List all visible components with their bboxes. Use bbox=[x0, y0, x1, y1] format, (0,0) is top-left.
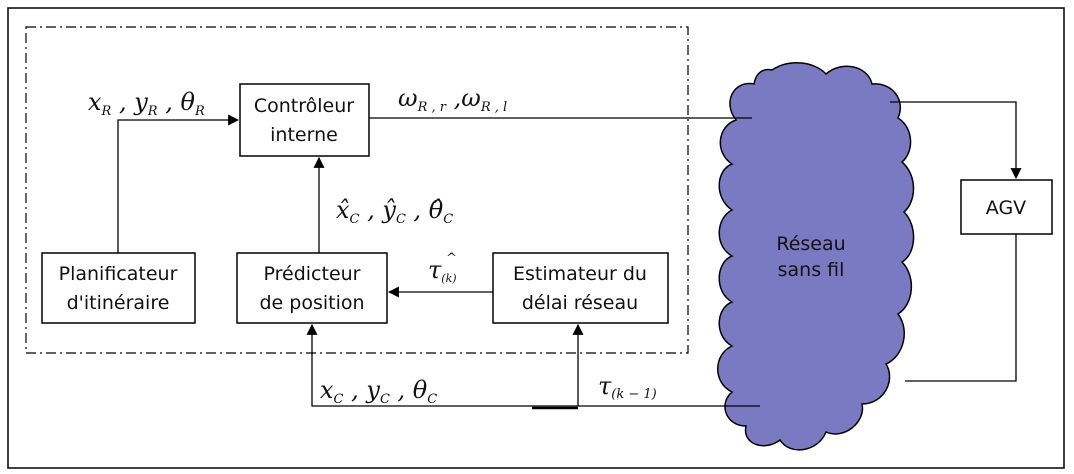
cloud-label-line1: Réseau bbox=[776, 233, 845, 255]
cloud-label-line2: sans fil bbox=[778, 259, 845, 281]
signal-reference-label: xR , yR , θR bbox=[88, 88, 205, 119]
signal-wheel-speeds-label: ωR , r ,ωR , l bbox=[398, 84, 507, 115]
planificateur-label-line1: Planificateur bbox=[59, 263, 178, 285]
estimateur-label-line1: Estimateur du bbox=[513, 263, 647, 285]
controller-boundary bbox=[25, 26, 689, 354]
planificateur-label-line2: d'itinéraire bbox=[67, 292, 170, 314]
line-agv-to-network bbox=[905, 234, 1017, 382]
controleur-label-line2: interne bbox=[270, 124, 338, 146]
agv-block bbox=[960, 179, 1053, 235]
signal-estimated-delay-hat: ^ bbox=[446, 251, 457, 266]
signal-estimated-delay-label: τ(k) bbox=[428, 256, 457, 285]
predicteur-label-line2: de position bbox=[259, 292, 364, 314]
controleur-label-line1: Contrôleur bbox=[254, 95, 354, 117]
wireless-network-cloud bbox=[717, 62, 915, 451]
estimateur-label-line2: délai réseau bbox=[522, 292, 638, 314]
signal-previous-delay-label: τ(k − 1) bbox=[598, 372, 657, 402]
estimateur-block bbox=[492, 252, 669, 324]
signal-predicted-pose-label: x̂C , ŷC , θ̂C bbox=[336, 196, 453, 227]
arrow-network-to-agv bbox=[890, 101, 1022, 180]
predicteur-block bbox=[236, 252, 388, 324]
signal-measured-pose-label: xC , yC , θC bbox=[320, 376, 437, 407]
agv-label: AGV bbox=[986, 197, 1026, 219]
controleur-block bbox=[239, 83, 370, 157]
outer-frame bbox=[7, 7, 1065, 469]
planificateur-block bbox=[41, 252, 196, 324]
predicteur-label-line1: Prédicteur bbox=[264, 263, 361, 285]
arrow-pose-feedback-to-predicteur bbox=[306, 323, 760, 407]
arrow-planificateur-to-controleur bbox=[117, 114, 240, 253]
